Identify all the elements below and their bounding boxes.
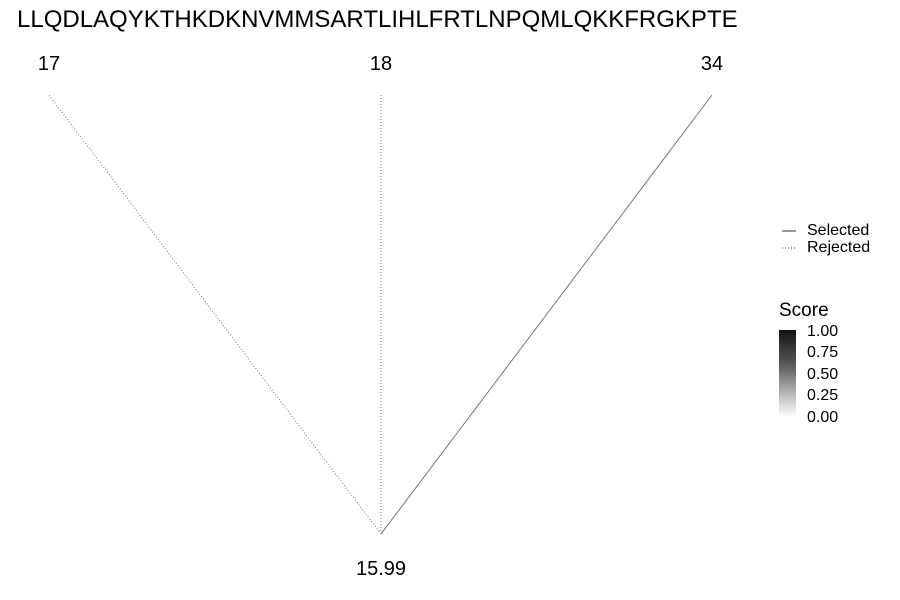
- legend-label-rejected: Rejected: [807, 238, 871, 256]
- edge-root-17: [48, 94, 382, 535]
- leaf-label-34: 34: [700, 53, 724, 75]
- score-gradient-bar: [779, 330, 796, 417]
- leaf-label-18: 18: [369, 53, 393, 75]
- score-legend: Score 1.00 0.75 0.50 0.25 0.00: [779, 300, 838, 426]
- legend-item-rejected: Rejected: [779, 239, 870, 256]
- dotted-line-icon: [779, 239, 799, 256]
- score-tick-1: 1.00: [807, 323, 839, 340]
- score-tick-050: 0.50: [807, 366, 839, 383]
- solid-line-icon: [779, 222, 799, 239]
- leaf-label-17: 17: [37, 53, 61, 75]
- root-label: 15.99: [355, 558, 407, 580]
- score-tick-025: 0.25: [807, 387, 839, 404]
- legend-item-selected: Selected: [779, 222, 870, 239]
- linetype-legend: Selected Rejected: [779, 222, 870, 256]
- score-title: Score: [779, 300, 829, 321]
- edge-root-34: [380, 94, 713, 535]
- sequence-title: LLQDLAQYKTHKDKNVMMSARTLIHLFRTLNPQMLQKKFR…: [17, 6, 738, 33]
- score-colorbar: 1.00 0.75 0.50 0.25 0.00: [779, 324, 838, 426]
- legend-label-selected: Selected: [807, 221, 870, 239]
- score-tick-075: 0.75: [807, 344, 839, 361]
- score-tick-000: 0.00: [807, 409, 839, 426]
